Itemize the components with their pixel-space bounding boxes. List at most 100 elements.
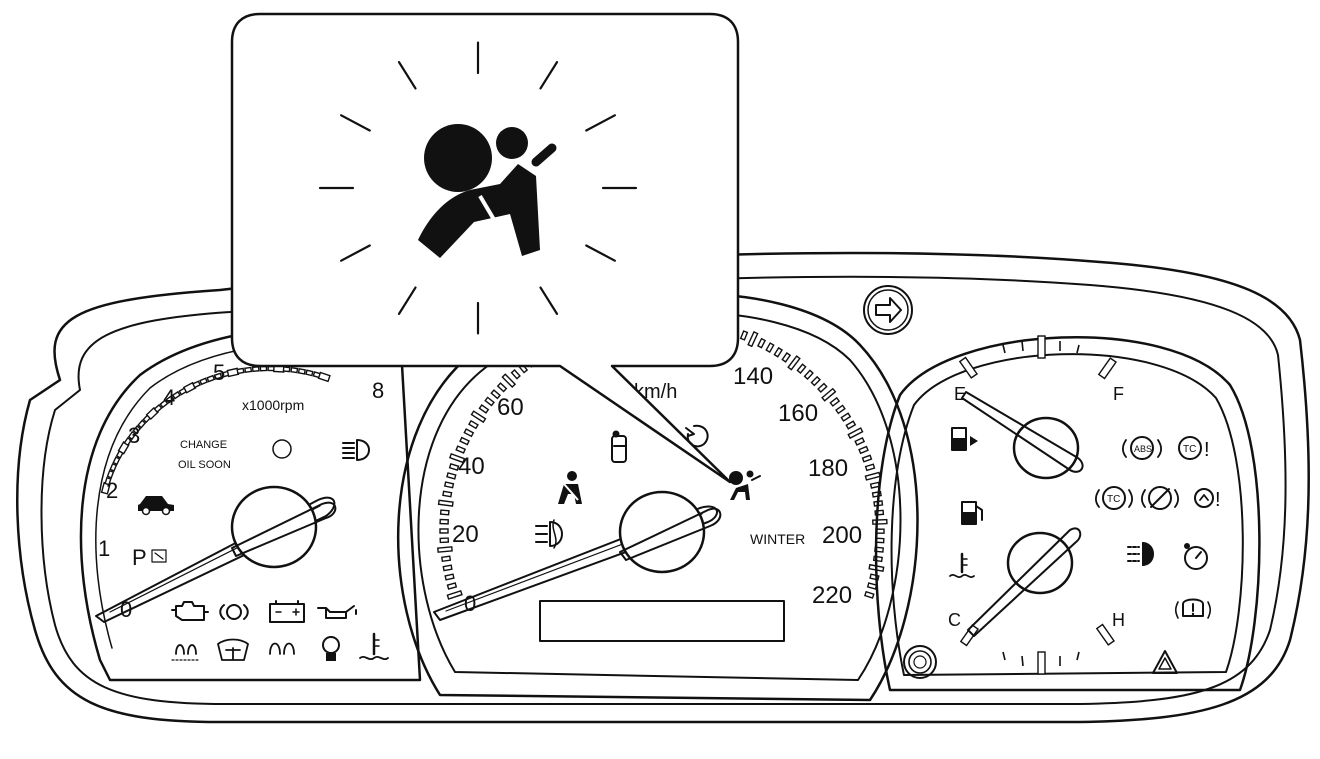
speed-tick <box>756 337 767 349</box>
tach-tick <box>106 469 115 479</box>
gear-p-indicator: P <box>132 545 147 570</box>
speed-tick <box>861 454 873 463</box>
flash-ray <box>585 244 616 262</box>
speed-tick <box>446 472 457 480</box>
high-beam-icon <box>1127 542 1154 566</box>
tach-label-4: 4 <box>163 385 175 410</box>
speed-label-140: 140 <box>733 363 773 390</box>
tach-tick <box>165 394 175 404</box>
speed-tick <box>501 373 517 389</box>
door-open-icon <box>611 430 627 463</box>
speed-label-220: 220 <box>812 582 852 609</box>
hazard-icon <box>1152 650 1178 674</box>
fuel-gauge-ticks <box>958 335 1117 380</box>
flash-ray <box>539 61 559 90</box>
speed-tick <box>765 342 775 353</box>
speed-label-160: 160 <box>778 400 818 427</box>
flash-ray <box>539 286 559 315</box>
winter-label: WINTER <box>750 531 805 547</box>
speed-label-200: 200 <box>822 522 862 549</box>
service-icon <box>1184 543 1208 570</box>
tach-tick <box>109 462 118 472</box>
speed-tick <box>490 389 501 400</box>
abs-icon: ABS <box>1122 436 1162 460</box>
speed-tick <box>439 537 450 544</box>
headlamp-icon <box>342 439 370 461</box>
tach-tick <box>213 372 223 380</box>
speed-tick <box>455 445 467 454</box>
speed-tick <box>439 528 449 534</box>
speed-tick <box>442 564 453 572</box>
speed-tick <box>739 330 749 341</box>
speed-tick <box>840 412 852 422</box>
speed-tick <box>468 419 479 430</box>
check-engine-icon <box>171 601 209 621</box>
tpms-icon <box>1174 598 1212 619</box>
svg-text:!: ! <box>1215 489 1221 511</box>
speed-tick <box>470 410 487 424</box>
speed-tick <box>443 481 455 489</box>
speed-tick <box>773 346 783 358</box>
flash-ray <box>397 286 417 315</box>
svg-text:TC: TC <box>1183 444 1196 455</box>
speed-label-180: 180 <box>808 455 848 482</box>
front-fog-icon <box>535 519 563 549</box>
svg-text:ABS: ABS <box>1134 444 1152 454</box>
speed-tick <box>448 462 460 471</box>
tach-tick <box>192 380 202 389</box>
tach-tick <box>104 476 112 486</box>
speed-tick <box>829 396 841 407</box>
airbag-warning-icon <box>418 124 557 258</box>
tach-tick <box>123 436 133 447</box>
speed-tick <box>510 368 521 380</box>
tach-tick <box>305 369 314 377</box>
flash-ray <box>585 114 616 132</box>
speed-tick <box>847 427 864 440</box>
trip-reset-knob[interactable] <box>903 645 937 679</box>
speed-tick <box>845 420 857 430</box>
speed-label-60: 60 <box>497 394 524 421</box>
speed-label-40: 40 <box>458 453 485 480</box>
speed-tick <box>463 428 475 438</box>
tach-label-5: 5 <box>213 360 225 385</box>
windshield-icon <box>217 638 249 661</box>
speed-tick <box>858 445 869 455</box>
traction-control-off-icon <box>1141 486 1179 510</box>
tach-tick <box>112 456 121 466</box>
tach-tick <box>297 368 306 375</box>
tach-tick <box>251 366 260 373</box>
tach-tick <box>132 425 142 435</box>
speed-tick <box>446 589 463 600</box>
speed-tick <box>796 363 807 374</box>
tach-tick <box>244 366 253 373</box>
battery-icon <box>269 600 305 623</box>
speed-tick <box>439 518 449 525</box>
speed-tick <box>484 396 495 407</box>
traction-control-icon: TC <box>1095 486 1133 510</box>
bulb-icon <box>322 636 340 661</box>
speed-tick <box>439 509 450 516</box>
flash-ray <box>397 61 417 90</box>
fuel-gauge-hub <box>1012 416 1080 480</box>
tach-tick <box>236 367 245 375</box>
change-oil-line-1: CHANGE <box>180 439 227 451</box>
tachometer: 0 1 2 3 4 5 8 x1000rpm CHANGE OIL SOON P <box>79 325 422 682</box>
tach-label-1: 1 <box>98 536 110 561</box>
speed-tick <box>437 499 454 507</box>
tach-label-3: 3 <box>128 423 140 448</box>
temp-cold-label: C <box>948 610 961 630</box>
tach-label-8: 8 <box>372 378 384 403</box>
speed-tick <box>478 404 490 414</box>
svg-text:!: ! <box>1204 439 1210 461</box>
speed-tick <box>747 330 759 348</box>
tach-tick <box>206 374 216 383</box>
tachometer-ticks <box>100 364 331 495</box>
flash-rays <box>318 41 638 335</box>
speed-tick <box>866 582 878 590</box>
speed-tick <box>864 463 876 472</box>
speed-tick <box>864 471 881 481</box>
rear-lamp-icon <box>219 604 249 620</box>
tach-tick <box>171 390 181 400</box>
p-brake-icon <box>151 549 167 563</box>
